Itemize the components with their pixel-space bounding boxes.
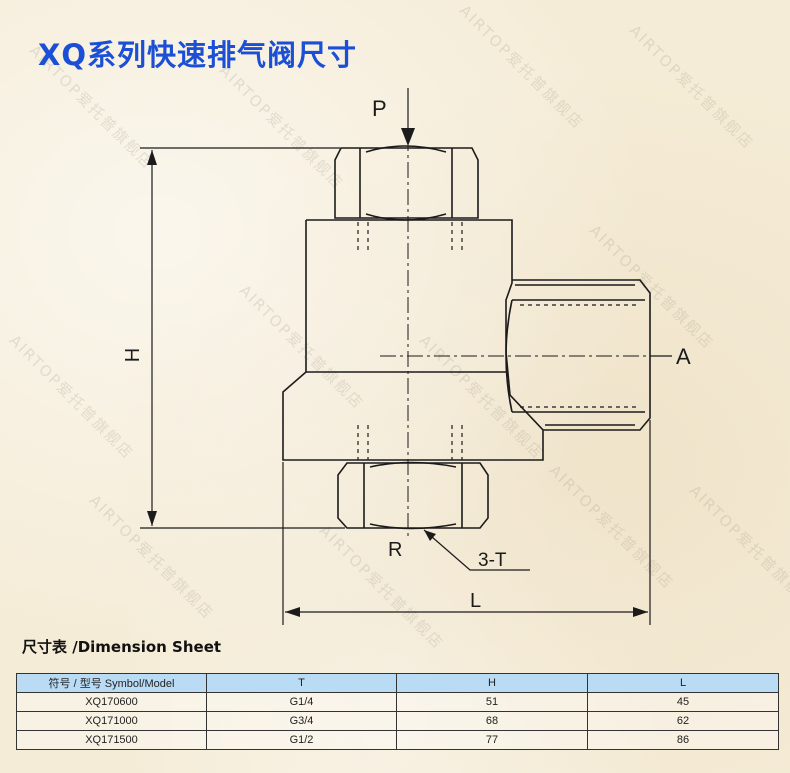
label-p: P — [372, 96, 387, 121]
dimension-table: 符号 / 型号 Symbol/Model T H L XQ170600 G1/4… — [16, 673, 779, 750]
port-chamfer-arc — [505, 299, 513, 413]
arrow-head — [633, 607, 648, 617]
cell-l: 62 — [587, 711, 779, 731]
cell-h: 51 — [396, 692, 588, 712]
cell-h: 68 — [396, 711, 588, 731]
top-hex-nut — [334, 147, 479, 219]
nut-chamfer-arc — [365, 145, 447, 153]
arrow-head — [147, 511, 157, 526]
cell-l: 45 — [587, 692, 779, 712]
label-r: R — [388, 539, 402, 561]
label-h: H — [122, 348, 144, 362]
table-header-row: 符号 / 型号 Symbol/Model T H L — [16, 673, 779, 693]
column-header-t: T — [206, 673, 397, 693]
label-3t: 3-T — [478, 550, 507, 571]
cell-t: G1/4 — [206, 692, 397, 712]
cell-l: 86 — [587, 730, 779, 750]
table-row: XQ171500 G1/2 77 86 — [16, 730, 779, 750]
label-l: L — [470, 590, 481, 612]
column-header-h: H — [396, 673, 588, 693]
valve-body-lower — [282, 351, 544, 461]
thread-leader-line — [423, 529, 530, 571]
cell-model: XQ170600 — [16, 692, 207, 712]
cell-model: XQ171500 — [16, 730, 207, 750]
arrow-head — [147, 150, 157, 165]
table-row: XQ171000 G3/4 68 62 — [16, 711, 779, 731]
valve-body-upper — [306, 219, 513, 352]
bottom-hex-nut — [337, 462, 489, 529]
label-a: A — [676, 344, 691, 369]
nut-chamfer-arc — [369, 523, 457, 530]
p-arrow-head — [401, 128, 415, 146]
cell-model: XQ171000 — [16, 711, 207, 731]
table-row: XQ170600 G1/4 51 45 — [16, 692, 779, 712]
cell-t: G3/4 — [206, 711, 397, 731]
page-title: XQ系列快速排气阀尺寸 — [38, 38, 358, 72]
cell-t: G1/2 — [206, 730, 397, 750]
arrow-head — [285, 607, 300, 617]
nut-chamfer-arc — [365, 213, 447, 221]
side-port-a — [512, 279, 651, 431]
nut-chamfer-arc — [369, 461, 457, 468]
column-header-l: L — [587, 673, 779, 693]
arrow-head — [424, 530, 436, 541]
cell-h: 77 — [396, 730, 588, 750]
valve-dimension-drawing: P A R 3-T L H — [122, 88, 691, 625]
column-header-model: 符号 / 型号 Symbol/Model — [16, 673, 207, 693]
dimension-sheet-title: 尺寸表 /Dimension Sheet — [22, 638, 222, 656]
